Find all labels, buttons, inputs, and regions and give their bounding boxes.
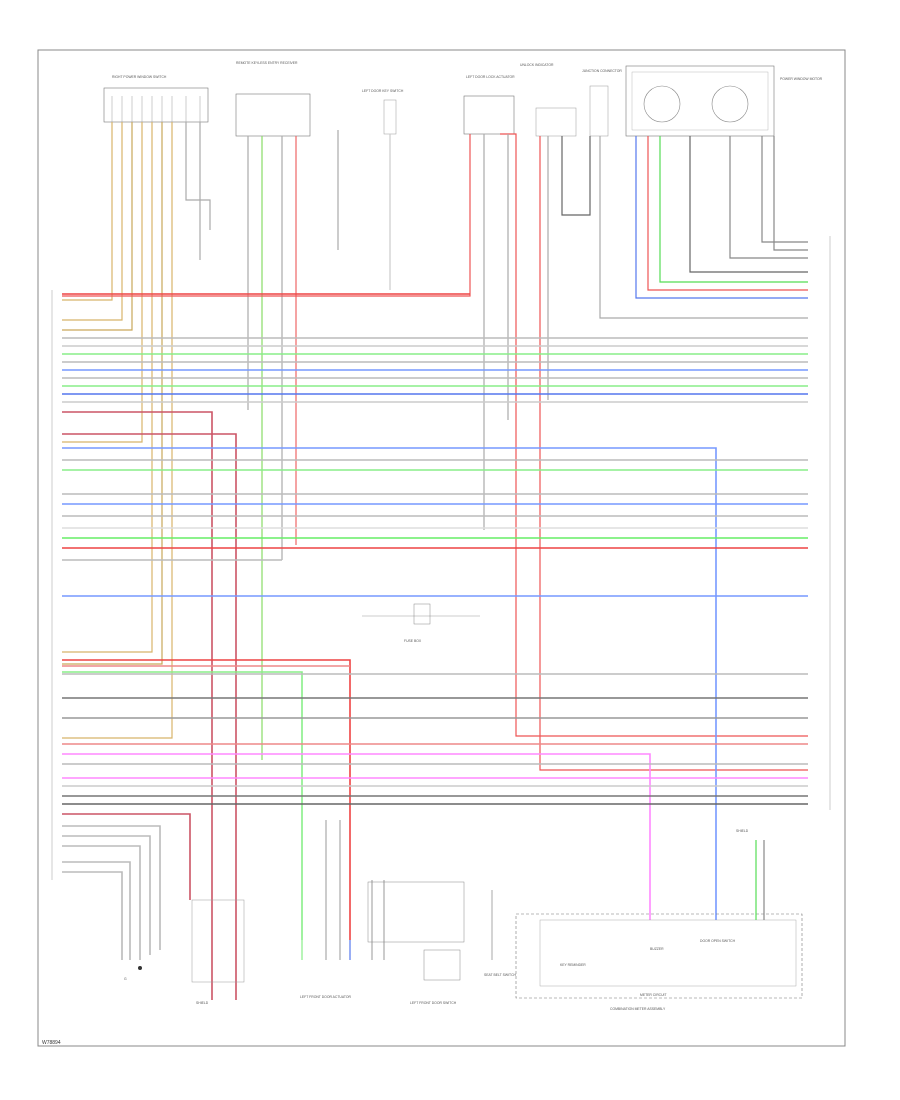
fuse-box-label: FUSE BOX (404, 639, 422, 643)
power-window-motor-label: POWER WINDOW MOTOR (780, 77, 823, 81)
combination-meter: KEY REMINDER BUZZER DOOR OPEN SWITCH MET… (515, 913, 803, 1011)
buzzer-label: BUZZER (650, 947, 664, 951)
junction-connector-label: JUNCTION CONNECTOR (582, 69, 622, 73)
power-window-motor: POWER WINDOW MOTOR (625, 65, 823, 137)
horizontal-wires (62, 293, 808, 1000)
right-power-window-switch: RIGHT POWER WINDOW SWITCH (103, 75, 209, 123)
left-front-door-actuator-label: LEFT FRONT DOOR ACTUATOR (300, 995, 352, 999)
remote-keyless-entry-receiver-label: REMOTE KEYLESS ENTRY RECEIVER (236, 61, 298, 65)
left-door-key-switch-label: LEFT DOOR KEY SWITCH (362, 89, 404, 93)
left-door-lock-actuator: LEFT DOOR LOCK ACTUATOR (463, 75, 515, 135)
combination-meter-label: COMBINATION METER ASSEMBLY (610, 1007, 666, 1011)
remote-keyless-entry-receiver: REMOTE KEYLESS ENTRY RECEIVER (235, 61, 311, 137)
ground-symbol: G (124, 966, 142, 981)
shield-1: SHIELD (191, 899, 245, 1005)
left-front-door-switch-label: LEFT FRONT DOOR SWITCH (410, 1001, 457, 1005)
shield-2-label: SHIELD (736, 829, 749, 833)
left-door-lock-actuator-label: LEFT DOOR LOCK ACTUATOR (466, 75, 515, 79)
fuse-box: FUSE BOX (362, 603, 480, 643)
shield-1-label: SHIELD (196, 1001, 209, 1005)
seat-belt-switch: SEAT BELT SWITCH (484, 890, 517, 977)
key-reminder-label: KEY REMINDER (560, 963, 586, 967)
diagram-frame (37, 49, 846, 1047)
unlock-indicator-label: UNLOCK INDICATOR (520, 63, 554, 67)
door-open-switch-label: DOOR OPEN SWITCH (700, 939, 736, 943)
junction-connector: JUNCTION CONNECTOR (582, 69, 622, 137)
unlock-indicator: UNLOCK INDICATOR (520, 63, 577, 137)
seat-belt-switch-label: SEAT BELT SWITCH (484, 973, 517, 977)
shield-2: SHIELD (736, 829, 765, 920)
left-front-door-switch: LEFT FRONT DOOR SWITCH (367, 881, 465, 1005)
meter-circuit-label: METER CIRCUIT (640, 993, 667, 997)
ground-label: G (124, 977, 127, 981)
left-door-key-switch: LEFT DOOR KEY SWITCH (362, 89, 404, 135)
diagram-note: W78894 (42, 1040, 61, 1046)
left-front-door-actuator: LEFT FRONT DOOR ACTUATOR (300, 820, 385, 999)
right-power-window-switch-label: RIGHT POWER WINDOW SWITCH (112, 75, 167, 79)
vertical-wires-top (62, 122, 808, 771)
